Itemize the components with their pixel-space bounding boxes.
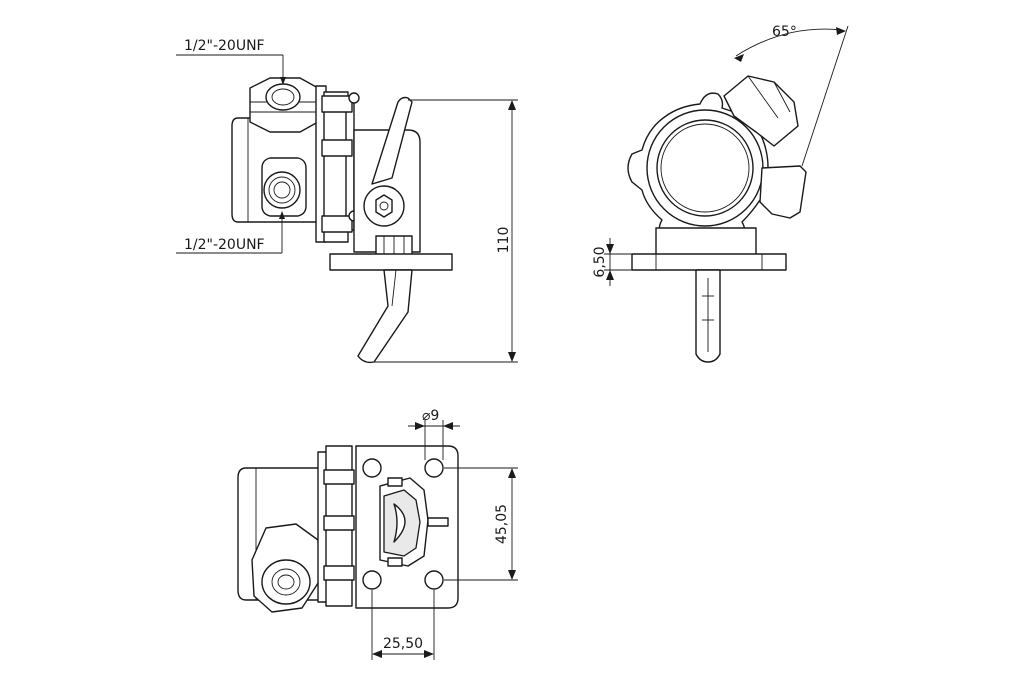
thread-label-bottom: 1/2"-20UNF	[184, 237, 265, 253]
center-mechanism	[379, 477, 449, 567]
horizontal-spacing-dimension: 25,50	[371, 590, 435, 660]
height-dimension: 110	[372, 99, 518, 363]
angle-dimension: 65°	[734, 24, 849, 167]
height-label: 110	[496, 227, 512, 254]
flange-thickness-label: 6,50	[592, 246, 608, 277]
bottom-fitting	[251, 523, 321, 613]
flange-thickness-dimension: 6,50	[592, 238, 632, 286]
hole-diameter-dimension: ⌀9	[408, 408, 460, 460]
front-view	[627, 75, 807, 363]
hole-diameter-label: ⌀9	[422, 408, 439, 424]
horizontal-spacing-label: 25,50	[383, 636, 423, 652]
angled-fitting	[723, 75, 807, 219]
thread-callouts: 1/2"-20UNF 1/2"-20UNF	[176, 38, 286, 254]
vertical-spacing-label: 45,05	[494, 504, 510, 544]
vertical-spacing-dimension: 45,05	[444, 467, 518, 581]
thread-label-top: 1/2"-20UNF	[184, 38, 265, 54]
bottom-view	[237, 445, 459, 613]
side-view	[231, 77, 453, 364]
upper-fitting	[249, 77, 319, 133]
lower-port	[261, 157, 307, 217]
angle-label: 65°	[772, 24, 797, 40]
